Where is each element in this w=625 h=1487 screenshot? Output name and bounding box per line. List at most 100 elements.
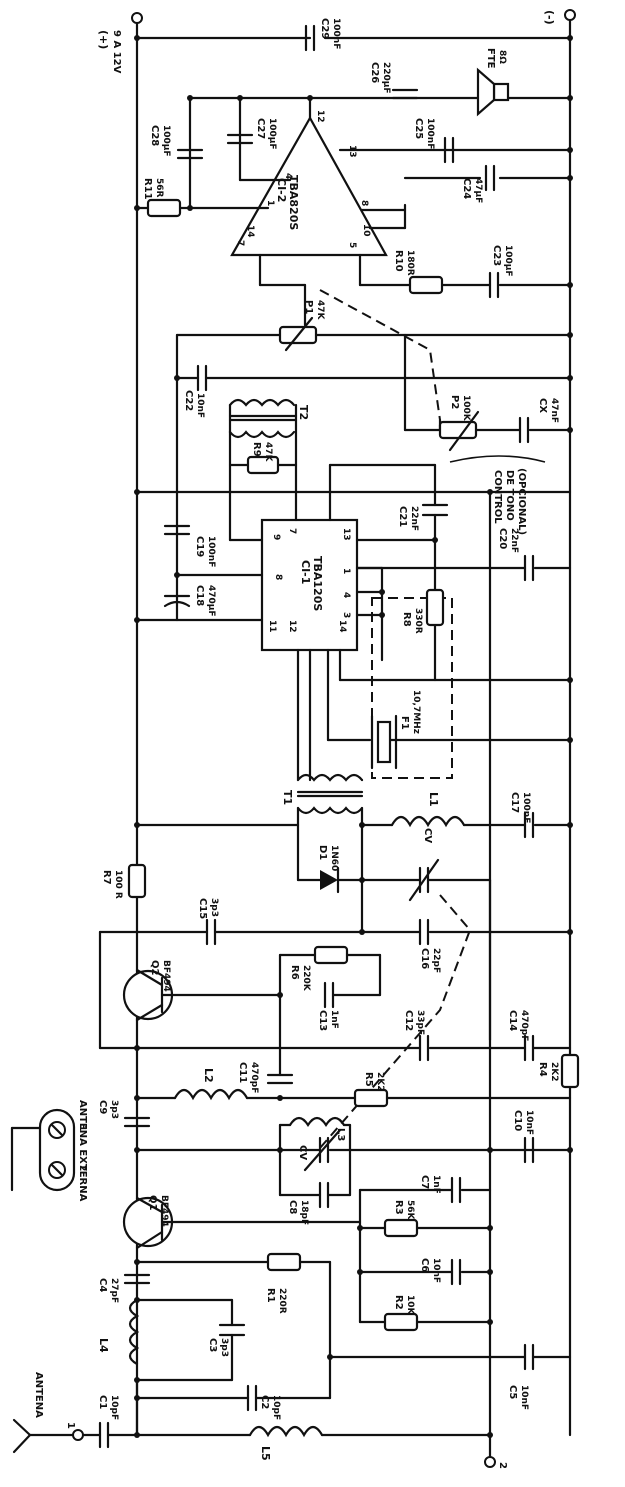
label-c25: C25 xyxy=(413,118,424,139)
inductor-l1 xyxy=(360,815,572,828)
label-c21: C21 xyxy=(397,506,408,527)
value-c25: 100nF xyxy=(425,118,435,149)
capacitor-c8 xyxy=(278,1181,352,1209)
label-r2: R2 xyxy=(393,1295,404,1310)
capacitor-c16 xyxy=(418,918,430,946)
value-c7: 1nF xyxy=(431,1175,441,1194)
resistor-r4 xyxy=(560,1053,580,1089)
value-c3: 3p3 xyxy=(219,1338,229,1357)
capacitor-c11 xyxy=(266,1073,294,1085)
label-c6: C6 xyxy=(419,1258,430,1272)
label-d1: D1 xyxy=(317,845,328,860)
label-r7: R7 xyxy=(101,870,112,885)
capacitor-c28 xyxy=(176,148,204,160)
transformer-t2 xyxy=(228,398,298,542)
ic1-chip-body xyxy=(260,518,359,652)
label-c1: C1 xyxy=(97,1395,108,1409)
external-antenna-label: ANTENA EXTERNA xyxy=(77,1100,88,1202)
inductor-l3 xyxy=(135,1116,572,1197)
value-c18: 470µF xyxy=(206,585,216,617)
capacitor-c10 xyxy=(523,1136,535,1164)
ic1-part-label: TBA120S xyxy=(311,556,324,611)
junction-dots xyxy=(134,35,573,1438)
label-q2: Q2 xyxy=(149,960,160,976)
capacitor-c18 xyxy=(163,594,191,608)
label-l3: L3 xyxy=(335,1128,346,1141)
ic2-pin-12: 12 xyxy=(315,110,325,123)
capacitor-c22 xyxy=(175,364,572,392)
supply-positive-terminal xyxy=(131,12,143,24)
external-antenna-connector xyxy=(10,1108,76,1192)
ic1-pin-13: 13 xyxy=(341,528,351,541)
label-c28: C28 xyxy=(149,125,160,146)
label-c17: C17 xyxy=(509,792,520,813)
ic2-pin-7: 7 xyxy=(235,240,245,246)
tone-label-1: CONTROL xyxy=(492,470,503,524)
capacitor-c19 xyxy=(163,524,191,536)
capacitor-c4 xyxy=(123,1273,151,1285)
label-c13: C13 xyxy=(317,1010,328,1031)
inductor-l4 xyxy=(128,1298,234,1382)
label-c11: C11 xyxy=(237,1062,248,1083)
value-p2: 100K xyxy=(461,395,471,422)
value-q2: BF494 xyxy=(161,960,171,992)
value-c17: 100nF xyxy=(521,792,531,823)
value-c26: 220µF xyxy=(381,62,391,94)
filter-dashed-box xyxy=(371,597,453,779)
resistor-r2 xyxy=(383,1312,419,1332)
capacitor-c23 xyxy=(488,271,500,299)
capacitor-c20 xyxy=(523,554,535,582)
potentiometer-p2 xyxy=(403,333,572,452)
capacitor-c2 xyxy=(135,1355,332,1437)
label-c18: C18 xyxy=(194,585,205,606)
terminal-2-label: 2 xyxy=(497,1462,508,1469)
capacitor-c6 xyxy=(450,1258,462,1286)
label-r1: R1 xyxy=(265,1288,276,1303)
value-c6: 10nF xyxy=(431,1258,441,1283)
value-r9: 47K xyxy=(263,442,273,463)
resistor-r1 xyxy=(266,1252,332,1359)
value-c5: 10nF xyxy=(519,1385,529,1410)
capacitor-c25 xyxy=(443,136,455,164)
label-r8: R8 xyxy=(401,612,412,627)
supply-plus-label: (+) xyxy=(97,30,110,49)
label-p1: P1 xyxy=(303,300,314,314)
capacitor-c13 xyxy=(323,981,382,1009)
resistor-r10 xyxy=(408,275,444,295)
label-c3: C3 xyxy=(207,1338,218,1352)
label-cx: CX xyxy=(537,398,548,413)
value-c29: 100nF xyxy=(331,18,341,49)
capacitor-c24 xyxy=(484,164,496,192)
label-c10: C10 xyxy=(512,1110,523,1131)
resistor-r3 xyxy=(383,1218,419,1238)
label-c2: C2 xyxy=(259,1395,270,1409)
external-antenna-term-2: 2 xyxy=(77,1165,87,1171)
label-c22: C22 xyxy=(183,390,194,411)
value-c13: 1nF xyxy=(329,1010,339,1029)
value-c23: 100µF xyxy=(503,245,513,277)
value-c28: 100µF xyxy=(161,125,171,157)
supply-negative-terminal xyxy=(564,9,576,21)
label-r4: R4 xyxy=(537,1062,548,1077)
value-q1: BF494 xyxy=(159,1195,169,1227)
capacitor-c12 xyxy=(418,1034,430,1062)
value-r6: 220K xyxy=(301,965,311,992)
value-r5: 2K2 xyxy=(375,1072,385,1092)
ceramic-filter-f1 xyxy=(370,714,398,770)
inductor-l5 xyxy=(135,1425,492,1438)
transformer-t1 xyxy=(296,773,364,932)
label-r6: R6 xyxy=(289,965,300,980)
value-c9: 3p3 xyxy=(109,1100,119,1119)
ic2-ref-label: CI-2 xyxy=(275,178,288,202)
value-r4: 2K2 xyxy=(549,1062,559,1082)
label-c14: C14 xyxy=(507,1010,518,1031)
ic2-amplifier-triangle xyxy=(230,115,388,257)
resistor-r7 xyxy=(127,823,300,899)
inductor-l2 xyxy=(135,1088,282,1101)
resistor-r9 xyxy=(228,455,298,475)
value-c19: 100nF xyxy=(206,536,216,567)
capacitor-c9 xyxy=(123,1116,151,1128)
ic2-pin-1: 1 xyxy=(265,200,275,206)
ic2-part-label: TBA820S xyxy=(287,175,300,230)
